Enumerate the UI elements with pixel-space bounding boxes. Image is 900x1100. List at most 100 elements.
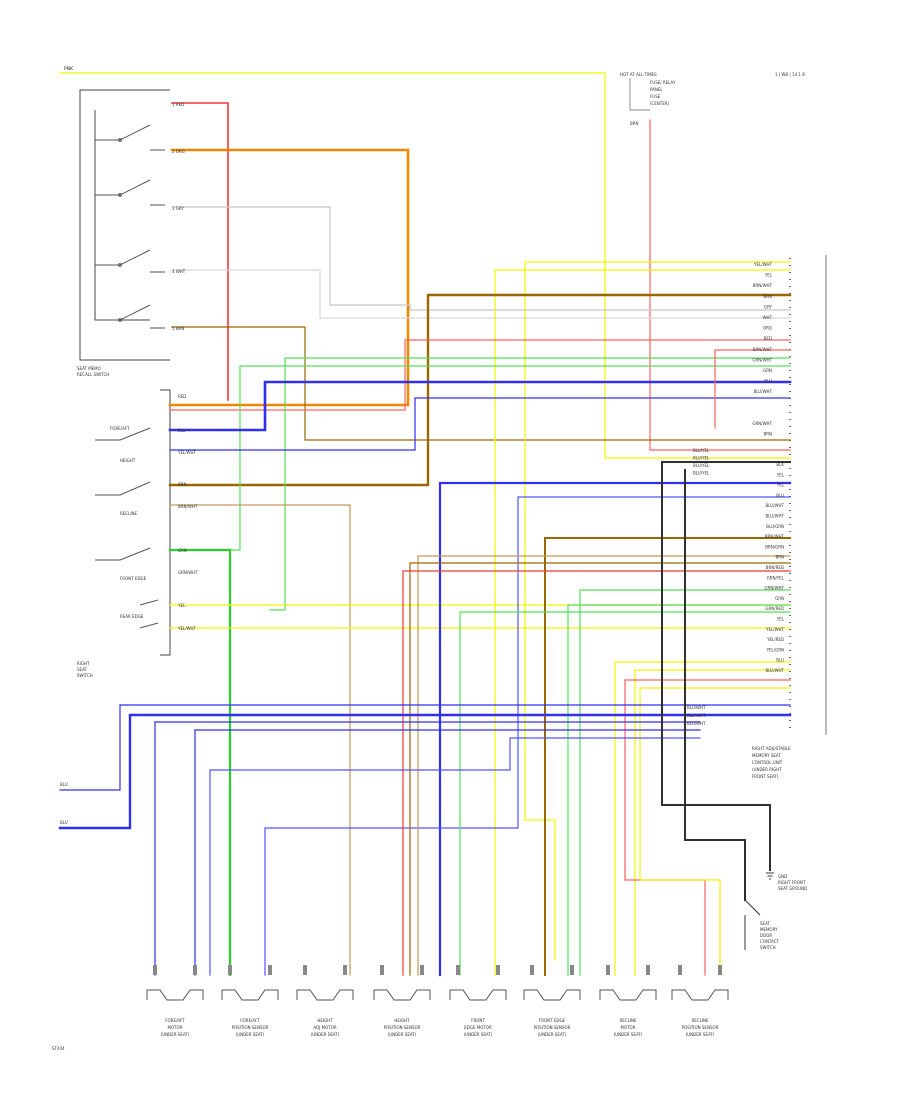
- component-label: RECLINE: [691, 1018, 709, 1023]
- component-6: FRONT EDGE POSITION SENSOR (UNDER SEAT): [523, 965, 581, 1037]
- wire-upper-brown: [168, 293, 792, 487]
- svg-text:BLU: BLU: [60, 820, 68, 825]
- component-body: [373, 989, 431, 1001]
- master-wire-label: 2 ORG: [172, 149, 185, 154]
- connector-terminal: [606, 965, 610, 975]
- footer-code: ST444: [52, 1046, 65, 1051]
- wire-upper-blue: [168, 380, 792, 432]
- master-switch-contacts: [95, 124, 165, 329]
- wires: [58, 72, 792, 977]
- svg-text:HOT AT ALL TIMES: HOT AT ALL TIMES: [620, 72, 657, 77]
- module-pin-label: GRN/WHT: [752, 421, 772, 426]
- wire-lower-blue-2: [264, 496, 791, 976]
- seat-wire-label: BRN: [178, 482, 187, 487]
- seat-wire-label: YEL: [177, 603, 186, 608]
- component-body: [296, 989, 354, 1001]
- svg-text:RIGHT: RIGHT: [77, 661, 90, 666]
- svg-text:SEAT MEMO: SEAT MEMO: [77, 366, 101, 371]
- svg-text:RECLINE: RECLINE: [120, 511, 138, 516]
- wire-top-yellow: [59, 72, 791, 459]
- module-pin-label: BLU/WHT: [766, 668, 785, 673]
- component-label: POSITION SENSOR: [534, 1025, 571, 1030]
- svg-text:PANEL: PANEL: [650, 87, 663, 92]
- component-label: (UNDER SEAT): [538, 1032, 567, 1037]
- component-body: [671, 989, 729, 1001]
- component-body: [146, 989, 204, 1001]
- component-body: [221, 989, 279, 1001]
- component-label: (UNDER SEAT): [311, 1032, 340, 1037]
- wire-lower-blue-5: [154, 721, 701, 976]
- svg-text:FUSE/ RELAY: FUSE/ RELAY: [650, 80, 676, 85]
- module-pin-label: YEL/GRN: [766, 647, 784, 652]
- component-3: HEIGHT ADJ MOTOR (UNDER SEAT): [296, 965, 354, 1037]
- connector-terminal: [228, 965, 232, 975]
- component-label: ADJ MOTOR: [313, 1025, 336, 1030]
- svg-text:FUSE: FUSE: [650, 94, 661, 99]
- component-label: HEIGHT: [317, 1018, 333, 1023]
- component-label: FORE/AFT: [165, 1018, 185, 1023]
- svg-text:MEMORY SEAT: MEMORY SEAT: [752, 753, 781, 758]
- module-pin-label: GRN: [763, 368, 772, 373]
- connector-terminal: [456, 965, 460, 975]
- svg-text:BLU: BLU: [60, 782, 68, 787]
- wire-lower-red: [402, 570, 791, 976]
- component-body: [449, 989, 507, 1001]
- svg-text:FRONT SEAT): FRONT SEAT): [752, 774, 779, 779]
- component-label: MOTOR: [621, 1025, 636, 1030]
- svg-text:CONTROL UNIT: CONTROL UNIT: [752, 760, 783, 765]
- master-switch-inner: [94, 110, 150, 321]
- module-pin-label: BRN/WHT: [753, 283, 773, 288]
- component-body: [523, 989, 581, 1001]
- svg-text:RIGHT ADJUSTABLE: RIGHT ADJUSTABLE: [752, 746, 791, 751]
- module-pin-label: ORG: [763, 326, 772, 331]
- wire-lower-blue-6: [194, 729, 701, 976]
- component-body: [599, 989, 657, 1001]
- module-pin-label: YEL/WHT: [765, 627, 785, 632]
- feed-labels: BLU/YELBLU/YELBLU/YELBLU/YELBLU/WHTBLU/W…: [687, 448, 710, 726]
- module-pin-label: BLU/GRN: [766, 524, 784, 529]
- wire-ground-black: [661, 461, 791, 871]
- master-wire-label: 4 WHT: [172, 269, 186, 274]
- component-label: (UNDER SEAT): [236, 1032, 265, 1037]
- seat-wire-label: YEL/WHT: [177, 450, 197, 455]
- ground-feed-label: BLU/WHT: [687, 721, 706, 726]
- master-switch-frame: [79, 89, 170, 361]
- wire-upper-red-2: [714, 349, 791, 429]
- frames: [79, 89, 827, 735]
- module-pin-label: GRN/YEL: [767, 575, 785, 580]
- ground-feed-label: BLU/WHT: [687, 713, 706, 718]
- wire-lower-green-2: [567, 604, 791, 976]
- component-label: HEIGHT: [394, 1018, 410, 1023]
- wire-lower-red-2: [624, 679, 791, 976]
- wire-lower-blue-7: [209, 737, 701, 976]
- module-pin-label: RED: [764, 336, 772, 341]
- module-pin-label: BLU: [776, 658, 784, 663]
- module-pin-label: BRN/RED: [766, 565, 784, 570]
- wire-master-red: [171, 102, 229, 401]
- svg-text:(CENTER): (CENTER): [650, 101, 670, 106]
- svg-text:SWITCH: SWITCH: [760, 945, 776, 950]
- svg-text:BRN: BRN: [630, 121, 639, 126]
- component-label: FRONT: [471, 1018, 485, 1023]
- component-label: FRONT EDGE: [539, 1018, 566, 1023]
- seat-wire-label: BLU: [178, 428, 186, 433]
- seat-wire-label: RED: [178, 394, 186, 399]
- module-pin-label: YEL/WHT: [753, 262, 773, 267]
- connector-terminal: [496, 965, 500, 975]
- module-pin-label: BLU: [764, 379, 772, 384]
- module-pin-label: YEL/RED: [766, 637, 784, 642]
- wire-master-grey: [171, 206, 791, 311]
- module-pin-label: BRN/WHT: [753, 347, 773, 352]
- wire-lower-blue-4: [58, 713, 792, 830]
- feed-label: BLU/YEL: [693, 456, 710, 461]
- connector-terminal: [193, 965, 197, 975]
- module-pin-label: YEL: [776, 617, 785, 622]
- svg-text:DOOR: DOOR: [760, 933, 772, 938]
- module-pin-label: YEL: [776, 472, 785, 477]
- component-label: (UNDER SEAT): [464, 1032, 493, 1037]
